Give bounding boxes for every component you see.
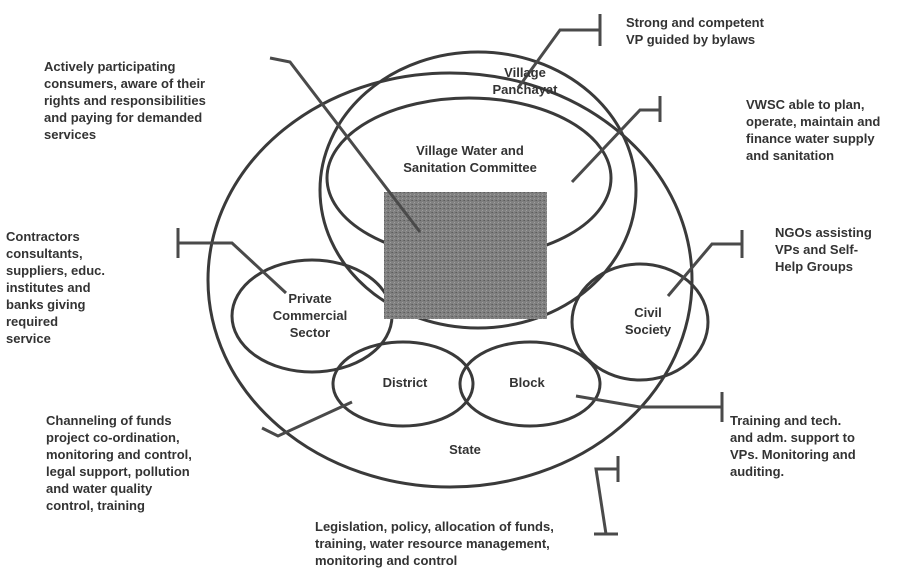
district-role-annotation: Channeling of funds project co-ordinatio…	[46, 413, 192, 513]
civil-society-ellipse	[570, 262, 710, 382]
contractors-annotation: Contractors consultants, suppliers, educ…	[6, 229, 105, 346]
vp-strong-annotation: Strong and competent VP guided by bylaws	[626, 15, 764, 47]
village-panchayat-label: Village Panchayat	[492, 65, 558, 97]
ngos-annotation: NGOs assisting VPs and Self- Help Groups	[775, 225, 872, 274]
state-role-annotation: Legislation, policy, allocation of funds…	[315, 519, 554, 568]
district-label: District	[382, 375, 428, 390]
district-ellipse	[331, 340, 475, 428]
state-label: State	[449, 442, 481, 457]
state-ellipse	[206, 71, 694, 489]
village-panchayat-ellipse	[318, 50, 638, 330]
block-role-annotation: Training and tech. and adm. support to V…	[730, 413, 856, 479]
vwsc-able-annotation: VWSC able to plan, operate, maintain and…	[746, 97, 881, 163]
vwsc-label: Village Water and Sanitation Committee	[403, 143, 537, 175]
private-sector-label: Private Commercial Sector	[272, 291, 348, 340]
block-label: Block	[509, 375, 545, 390]
block-ellipse	[458, 340, 602, 428]
civil-society-label: Civil Society	[624, 305, 672, 337]
consumers-annotation: Actively participating consumers, aware …	[44, 59, 206, 142]
central-photo	[384, 192, 547, 319]
